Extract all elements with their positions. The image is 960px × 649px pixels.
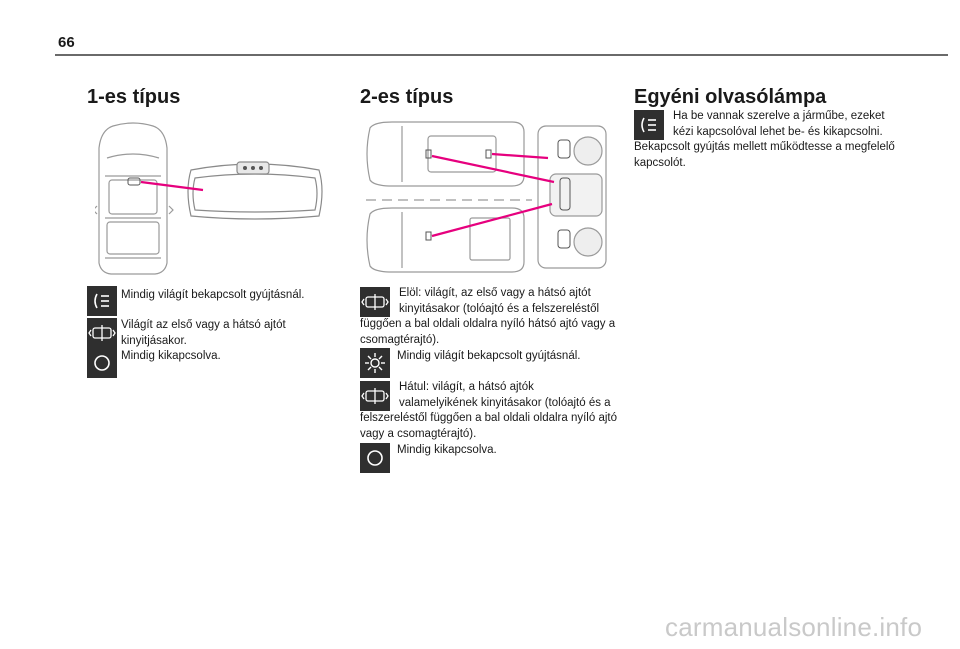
col2-item1-line1: Elöl: világít, az első vagy a hátsó ajtó… — [399, 287, 591, 299]
col2-title: 2-es típus — [360, 86, 454, 108]
off-circle-icon — [87, 348, 117, 378]
type1-illustration — [95, 122, 323, 275]
col2-item3-rest: felszereléstől függően a bal oldali olda… — [360, 412, 617, 440]
col1-item2-text: Világít az első vagy a hátsó ajtót kinyi… — [121, 319, 286, 347]
col3-line1: Ha be vannak szerelve a járműbe, ezeket — [673, 110, 885, 122]
col1-title: 1-es típus — [87, 86, 181, 108]
dome-light-on-icon — [87, 286, 117, 316]
door-light-icon — [87, 318, 117, 348]
col3-title: Egyéni olvasólámpa — [634, 86, 827, 108]
type2-illustration — [366, 121, 607, 273]
col2-item1-rest: függően a bal oldali oldalra nyíló hátsó… — [360, 318, 616, 346]
col3-text: Ha be vannak szerelve a járműbe, ezeket … — [634, 109, 904, 171]
sun-light-icon — [360, 348, 390, 378]
col2-item3-line1: Hátul: világít, a hátsó ajtók — [399, 381, 534, 393]
door-light-icon — [360, 287, 390, 317]
col2-item3-line2: valamelyikének kinyitásakor (tolóajtó és… — [399, 396, 611, 409]
dome-light-on-icon — [634, 110, 664, 140]
col3-rest: Bekapcsolt gyújtás mellett működtesse a … — [634, 141, 895, 169]
off-circle-icon — [360, 443, 390, 473]
col2-item4-text: Mindig kikapcsolva. — [397, 444, 497, 456]
col2-item3-text: Hátul: világít, a hátsó ajtók valamelyik… — [360, 380, 620, 442]
col2-item1-line2: kinyitásakor (tolóajtó és a felszerelést… — [399, 302, 600, 315]
door-light-icon — [360, 381, 390, 411]
watermark: carmanualsonline.info — [665, 612, 923, 642]
col2-item2-text: Mindig világít bekapcsolt gyújtásnál. — [397, 350, 581, 362]
col2-item1-text: Elöl: világít, az első vagy a hátsó ajtó… — [360, 286, 620, 348]
header-rule — [55, 54, 948, 56]
col1-item3-text: Mindig kikapcsolva. — [121, 350, 221, 362]
page-number: 66 — [58, 34, 75, 51]
col3-line2: kézi kapcsolóval lehet be- és kikapcsoln… — [673, 125, 883, 138]
col1-item1-text: Mindig világít bekapcsolt gyújtásnál. — [121, 289, 305, 301]
